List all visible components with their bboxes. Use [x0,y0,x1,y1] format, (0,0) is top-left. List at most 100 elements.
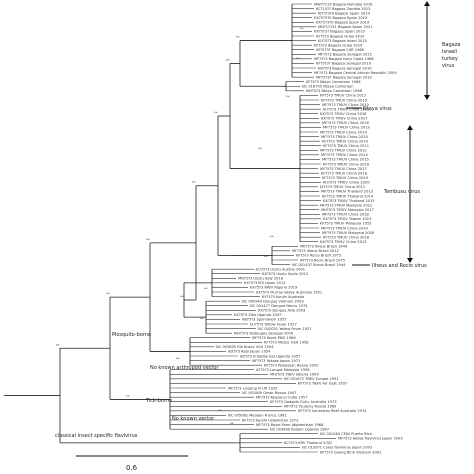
leaf-label: MH?5?3 Ntaya Cameroon 1968 [306,89,363,93]
leaf-label: MF?5?3? Bagaza Senegal 2010 [316,75,372,79]
support-marker: ** [204,287,208,291]
label-no-known-vector: No known vector [172,416,215,422]
scale-bar: 0.6 [76,455,188,472]
leaf-label: KX?5?3 JEV Japan 2012 [244,281,286,285]
leaf-label: AF?5?3 Langat Malaysia 1956 [256,368,310,372]
support-marker: ** [236,36,240,40]
support-marker: ** [214,111,218,115]
leaf-label: MK?5?3 Ilheus Brazil 1944 [300,245,348,249]
leaf-label: KF?5?3 TMUV China 2015 [321,98,367,102]
leaf-label: KY?5?3 Kunjin Australia [262,295,304,299]
leaf-label: KF?5?3 Bagaza Israel 2010 [314,43,363,47]
leaf-label: KU?5?3 Bagaza Israel 2010 [318,39,368,43]
leaf-label: MF?5?3 Ilheus Brazil 2012 [292,249,339,253]
leaf-label: MF?5?3 TMUV China 2012 [320,149,367,153]
leaf-label: KF?5?3 Rocio Brazil 1975 [296,254,341,258]
leaf-label: KF?5?3 TMUV China 2018 [321,171,368,175]
leaf-label: MF?5?3 Bagaza Ivory Coast 1986 [314,57,374,61]
leaf-label: NC 001672 TBEV Europe 1951 [284,377,339,381]
leaf-label: KC?5?3 KRV Thailand 2002 [284,441,332,445]
leaf-label: MF?5?3 Aedes flavivirus Japan 2003 [338,437,403,441]
leaf-label: KX?5?3 Zika Uganda 1947 [234,313,281,317]
leaf-label: KC?10?? Bagaza Zambia 2013 [316,7,370,11]
leaf-label: AJ?5?3 Entebbe bat Uganda 1957 [240,354,300,358]
leaf-label: EU?5?3 Yellow Fever 1927 [250,322,297,326]
leaf-label: MF?5?3 TMUV Malaysia 2012 [320,203,372,207]
leaf-label: KX?5?3 TMUV China 2016 [320,112,367,116]
leaf-label: NC 018705 Ntaya Cameroon [302,85,353,89]
support-marker: ** [180,295,184,299]
leaf-label: MF?5?3 Bagaza Senegal 2015 [318,53,372,57]
leaf-label: JX?5?3 TMUV China 2011 [319,185,365,189]
leaf-label: MF?5?3 TMUV Malaysia 2000 [322,231,375,235]
leaf-label: NC 005062 Meaban France 1981 [228,414,287,418]
leaf-label: KX?5?3 Dengue Asia 2003 [258,309,305,313]
leaf-label: MF?5?3 TMUV China 2018 [322,213,369,217]
leaf-label: KF?5?3 Quang Binh Vietnam 2002 [320,450,381,454]
clade-label-bagaza-1: Bagaza [442,42,460,48]
leaf-label: MF?5?3 TMUV China 2014 [321,226,368,230]
leaf-label: NC 003690 Kadam Uganda 1967 [270,427,329,431]
leaf-label: KX?5?3? Bagaza Spain 2019 [314,30,366,34]
leaf-label: KF?5?3 Powassan Russia 2002 [264,363,319,367]
leaf-label: KX?5?3 WNV Nigeria 2019 [250,286,298,290]
leaf-label: MF?5?3 TMUV China 2014 [321,153,368,157]
leaf-label: MH?5?3 TBEV Siberia 1999 [270,373,319,377]
leaf-label: AB?5?3 Spondweni 1955 [242,318,287,322]
scale-label: 0.6 [126,464,138,472]
clade-label-tembusu: Tembusu virus [383,189,420,195]
leaf-label: KX?5?3 Murray Valley Australia 1951 [256,290,322,294]
leaf-label: MF?5?3 Kyasanur India 1957 [256,395,307,399]
leaf-label: KF?5?3 TMUV China 2011 [323,144,369,148]
leaf-label: KF?5?3 TMUV Thailand 2014 [322,194,374,198]
leaf-label: EU?5?3 Usutu Austria 2001 [256,267,305,271]
leaf-label: KF?5?3 TMUV China 2010 [322,139,369,143]
leaf-label: MH?5?3 Kedougou Senegal 2009 [234,331,294,335]
support-marker: ** [270,235,274,239]
leaf-label: KF?5?3 Saumarez Reef Australia 1974 [298,409,367,413]
clade-tembusu: Tembusu virus [383,125,420,263]
leaf-label: NC 003635 Rio Bravo USA 1954 [216,345,274,349]
leaf-label: MF?5?3 Louping ill UK 1935 [228,386,278,390]
support-marker: ** [226,58,230,62]
tree-branches [4,3,336,453]
clade-ilheus: Ilheus and Rocio virus [352,263,427,269]
leaf-label: MF?5?3 Bagaza Central African Republic 2… [314,71,397,75]
label-outgroup: classical insect specific flavivirus [55,433,138,439]
clade-label-bagaza-4: virus [442,63,455,69]
leaf-label: KF?5?3? Bagaza Senegal 2010 [316,62,372,66]
leaf-label: KJ?5?3?0 Bagaza Spain 2010 [318,11,371,15]
support-marker: ** [126,394,130,398]
support-marker: ** [56,343,60,347]
support-marker: ** [176,357,180,361]
leaf-label: AY?5?3? Bagaza CAR 1966 [316,48,365,52]
leaf-label: AJ?5?3 Apoi Japan 1954 [228,350,271,354]
leaf-label: KF?5?3 TMUV Malaysia 1955 [320,222,371,226]
leaf-label: KR?5?3 Bagaza Senegal 2010 [318,66,372,70]
leaf-label: KX?5?3 TMUV Taiwan 2019 [323,217,372,221]
leaf-label: MF?5?3 TMUV China 2020 [321,135,368,139]
leaf-label: KP?5?3 TMUV China 2012 [320,94,366,98]
leaf-label: KF?5?3 Ntaya Cameroon 1966 [306,80,361,84]
leaf-label: KF?5?3 Modoc USA 1958 [264,341,309,345]
leaf-label: KX?5?3 TMUV Thailand 2015 [323,199,375,203]
label-tick-borne: Tick-borne [145,398,172,404]
support-marker: ** [200,317,204,321]
leaf-label: KX?5?3 TMUV China 2017 [321,117,367,121]
leaf-label: MF?5?3 Tyuleniy Russia 1969 [284,405,337,409]
leaf-label: KF?5?3 TBEV Far East 1937 [298,382,347,386]
clade-label-bagaza-3: turkey [442,56,458,62]
label-mosquito-borne: Mosquito-borne [112,332,151,338]
leaf-label: NC 001477 Dengue Nauru 1974 [250,304,308,308]
label-no-known-arthropod: No known arthropod vector [150,365,219,371]
leaf-label: MW7?119 Bagaza Namibia 2016 [314,2,373,6]
leaf-label: MF?5?3 TMUV China 2017 [320,167,367,171]
leaf-label: KX?5?3 TMUV China 2013 [320,240,366,244]
leaf-label: NC 002031 Yellow Fever 1927 [258,327,312,331]
support-marker: ** [296,57,300,61]
clade-ntaya: Ntaya virus [346,106,392,112]
leaf-label: MH?5?3 TMUV Malaysia 2017 [321,208,374,212]
support-marker: ** [300,27,304,31]
support-marker: ** [218,409,222,413]
